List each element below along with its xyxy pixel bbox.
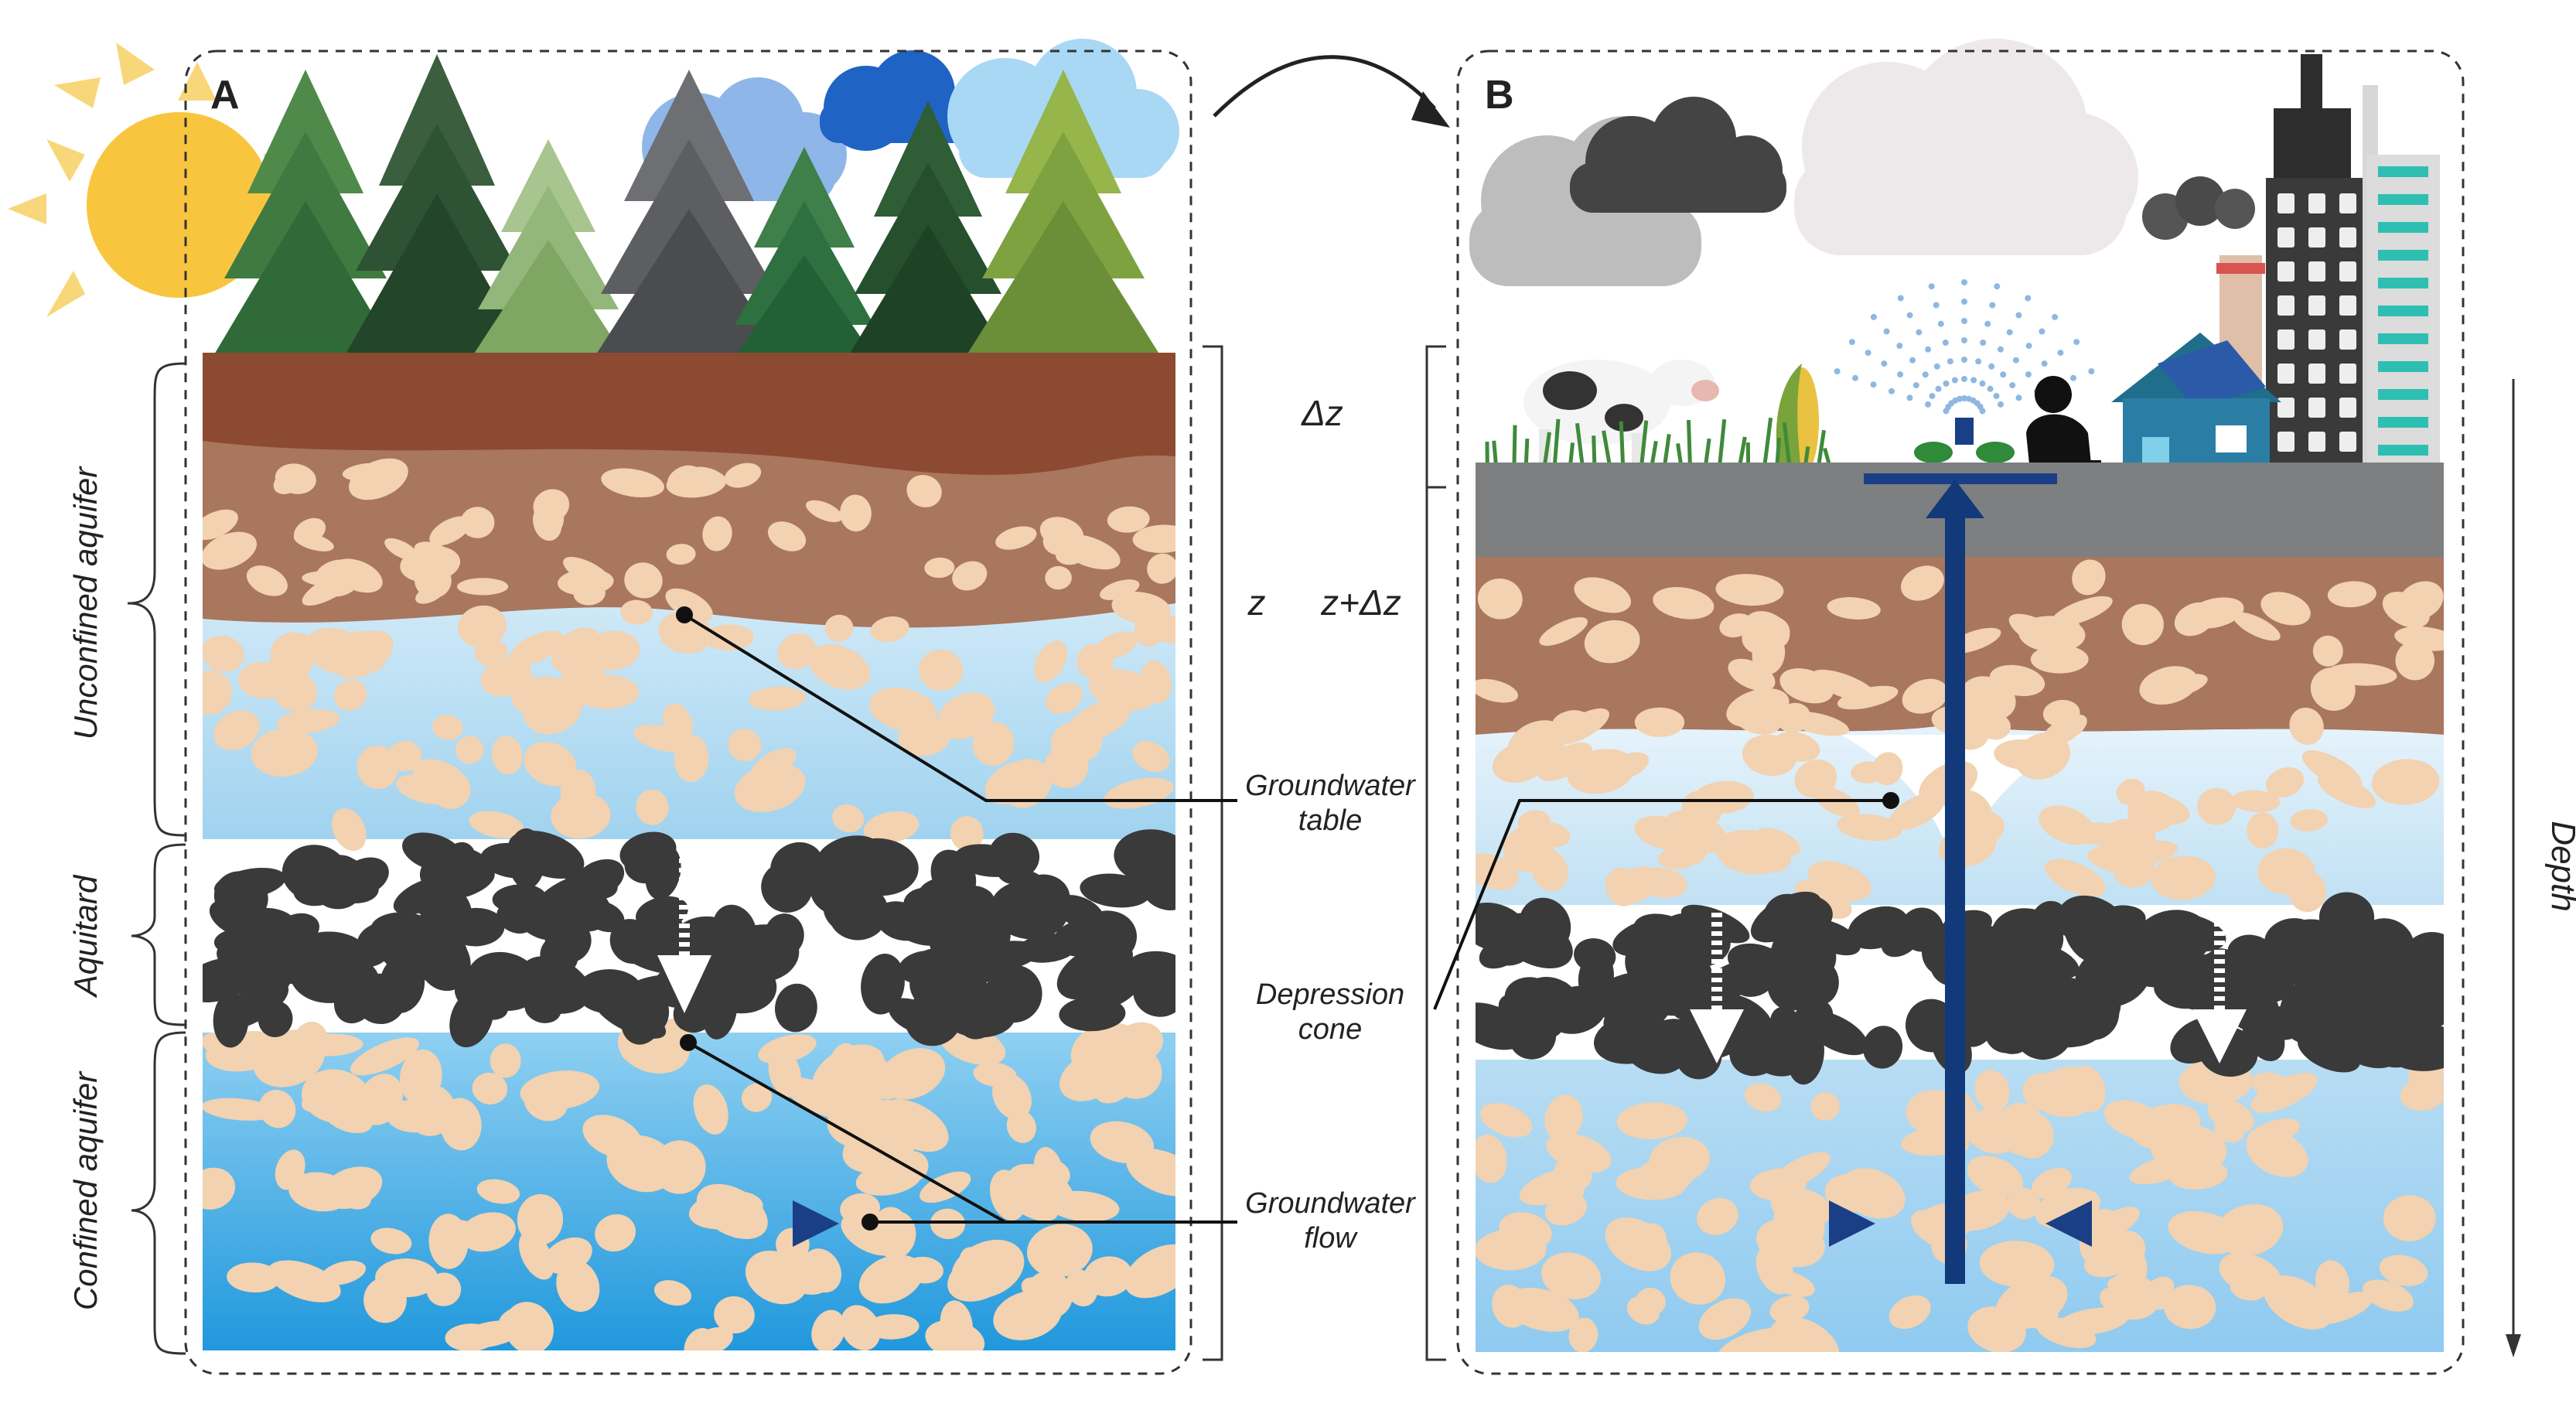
label-z: z: [1247, 582, 1266, 623]
pebble-pattern: [1476, 559, 2444, 1352]
panel-b: B: [1456, 39, 2465, 1375]
tree-icon: [209, 70, 402, 364]
label-groundwater-table-1: Groundwater: [1245, 770, 1416, 802]
label-depression-cone-2: cone: [1298, 1013, 1362, 1046]
depth-brackets: [1203, 345, 1446, 1361]
label-unconfined-aquifer: Unconfined aquifer: [67, 466, 104, 740]
tree-icon: [585, 70, 793, 371]
tree-icon: [462, 139, 634, 371]
sun-icon: [8, 43, 305, 317]
corn-icon: [1776, 364, 1819, 480]
flow-arrow: [1578, 1200, 1875, 1247]
label-groundwater-flow-2: flow: [1304, 1222, 1358, 1255]
aquitard-rocks: [203, 828, 1175, 1048]
pebble-pattern: [203, 458, 1175, 1350]
flow-arrow: [534, 1200, 839, 1247]
leader-lines: [676, 606, 1899, 1231]
seepage-arrow: [2192, 913, 2247, 1063]
skyscraper-icon: [2266, 54, 2440, 480]
panel-b-letter: B: [1485, 73, 1514, 118]
depth-arrow: [2506, 379, 2521, 1357]
panel-a-letter: A: [210, 73, 240, 118]
label-groundwater-flow-1: Groundwater: [1245, 1187, 1416, 1220]
label-groundwater-table-2: table: [1298, 804, 1362, 837]
panel-a: A: [8, 39, 1192, 1375]
seepage-arrow: [1690, 913, 1744, 1063]
cloud-icon: [1469, 39, 2138, 286]
label-depression-cone-1: Depression: [1256, 978, 1404, 1011]
label-depth: Depth: [2544, 821, 2576, 911]
panel-a-border: [184, 50, 1192, 1375]
panel-b-border: [1456, 50, 2465, 1375]
aquitard-rocks: [1476, 891, 2444, 1085]
panel-transition-arrow: [1213, 55, 1450, 128]
tree-icon: [340, 54, 534, 364]
cow-icon: [1523, 360, 1719, 468]
layer-braces: [127, 362, 186, 1355]
forest-group: [209, 54, 1168, 379]
tree-icon: [959, 70, 1168, 367]
tree-icon: [839, 101, 1017, 371]
label-aquitard: Aquitard: [67, 874, 104, 999]
seepage-arrow: [657, 859, 711, 1013]
water-pipe-icon: [1864, 473, 2057, 1284]
tree-icon: [719, 147, 889, 379]
label-delta-z: Δz: [1301, 393, 1343, 433]
label-z-plus-delta-z: z+Δz: [1320, 582, 1401, 623]
flow-arrow: [2045, 1200, 2343, 1247]
label-confined-aquifer: Confined aquifer: [67, 1070, 104, 1310]
